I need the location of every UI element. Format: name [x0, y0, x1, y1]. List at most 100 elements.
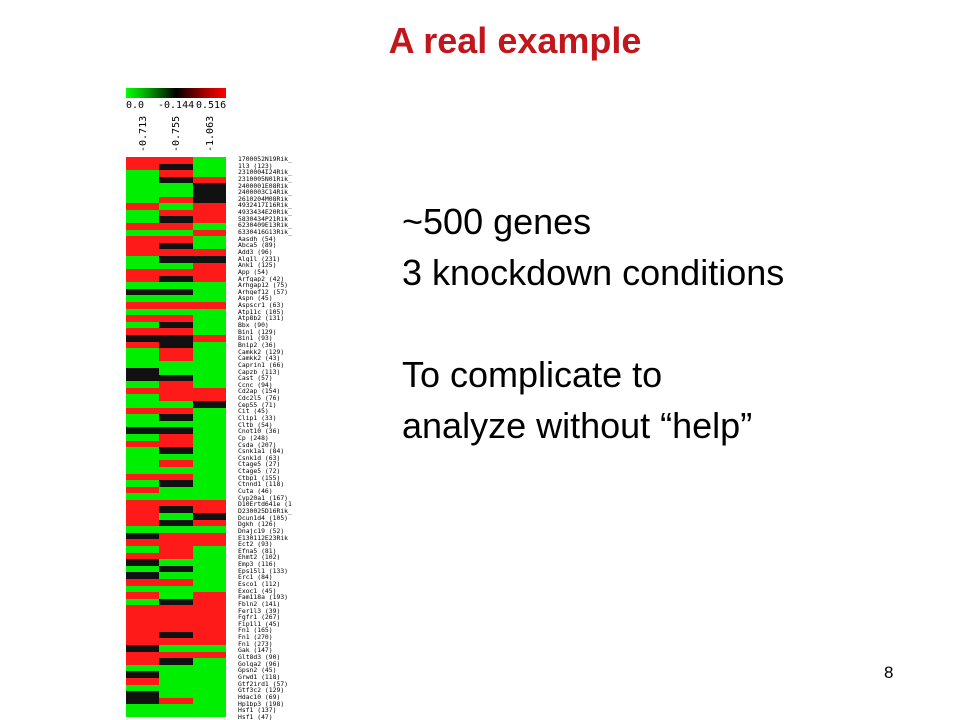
heatmap-row [126, 625, 226, 632]
heatmap-cell [159, 414, 193, 421]
heatmap-cell [159, 658, 193, 665]
heatmap-cell [192, 579, 226, 586]
heatmap-cell [126, 710, 160, 718]
gene-label: Bnip2 (36) [238, 341, 277, 349]
heatmap-cell [126, 691, 160, 698]
gene-label: Abca5 (89) [238, 242, 277, 249]
heatmap-row [126, 420, 226, 428]
heatmap-row [126, 308, 226, 316]
heatmap-cell [126, 170, 160, 177]
heatmap-cell [192, 473, 226, 481]
heatmap-cell [159, 697, 193, 705]
gene-label: Arfgap2 (42) [238, 275, 285, 283]
heatmap-cell [159, 295, 193, 303]
heatmap-cell [126, 163, 160, 171]
heatmap-row [126, 348, 226, 355]
gene-label: 2310005N01Rik_ [238, 175, 292, 183]
heatmap-row [126, 546, 226, 553]
heatmap-cell [192, 466, 226, 474]
gene-label: Caprin1 (66) [238, 361, 285, 369]
heatmap-cell [159, 453, 193, 461]
gene-label: Gtf3c2 (129) [238, 687, 285, 694]
heatmap-cell [126, 440, 160, 448]
heatmap-cell [126, 189, 160, 197]
heatmap-cell [126, 203, 160, 210]
heatmap-row [126, 209, 226, 217]
heatmap-cell [192, 447, 226, 454]
heatmap-row [126, 480, 226, 487]
heatmap-row [126, 592, 226, 599]
heatmap-cell [126, 513, 160, 520]
heatmap-cell [159, 433, 193, 441]
heatmap-cell [159, 684, 193, 692]
heatmap-cell [192, 249, 226, 256]
heatmap-cell [159, 532, 193, 540]
heatmap-cell [126, 183, 160, 190]
heatmap-cell [126, 460, 160, 467]
body-line: ~500 genes [402, 201, 592, 242]
heatmap-cell [192, 420, 226, 428]
heatmap-cell [126, 625, 160, 632]
gene-label: Dcun1d4 (105) [238, 514, 289, 522]
heatmap-cell [192, 427, 226, 434]
gene-label: Hdac10 (69) [238, 693, 281, 701]
heatmap-cell [126, 222, 160, 230]
heatmap-cell [159, 585, 193, 593]
gene-label: 6330416G13Rik_ [238, 229, 292, 236]
heatmap-cell [159, 677, 193, 685]
heatmap-cell [126, 453, 160, 461]
heatmap-row [126, 611, 226, 619]
gene-label: Fam118a (193) [238, 594, 289, 601]
heatmap-cell [159, 598, 193, 606]
heatmap-cell [159, 710, 193, 718]
heatmap-cell [126, 209, 160, 217]
heatmap-cell [192, 559, 226, 566]
gene-label: Cyp20a1 (167) [238, 494, 289, 502]
heatmap-cell [126, 499, 160, 507]
heatmap-row [126, 414, 226, 421]
heatmap-row [126, 341, 226, 349]
heatmap-cell [192, 368, 226, 375]
gene-label: Cep55 (71) [238, 401, 277, 409]
heatmap-row [126, 189, 226, 197]
heatmap-cell [192, 506, 226, 514]
heatmap-row [126, 387, 226, 395]
heatmap-cell [192, 697, 226, 705]
heatmap-cell [159, 189, 193, 197]
gene-label: Bbx (90) [238, 322, 269, 329]
heatmap-cell [126, 308, 160, 316]
gene-label: Cp (248) [238, 434, 269, 442]
gene-label: Ctage5 (27) [238, 461, 281, 469]
heatmap-cell [159, 163, 193, 171]
heatmap-row [126, 671, 226, 678]
heatmap-cell [192, 295, 226, 303]
heatmap-cell [159, 671, 193, 678]
heatmap-cell [126, 288, 160, 296]
heatmap-cell [159, 302, 193, 309]
gene-label: Aspscr1 (63) [238, 302, 285, 309]
heatmap-cell [159, 546, 193, 553]
heatmap-cell [159, 196, 193, 204]
heatmap-cell [192, 651, 226, 659]
heatmap-row [126, 447, 226, 454]
heatmap-row [126, 499, 226, 507]
heatmap-row [126, 381, 226, 388]
gene-label: Cnot10 (36) [238, 428, 281, 435]
heatmap-cell [159, 262, 193, 270]
heatmap-row [126, 216, 226, 223]
heatmap-cell [192, 354, 226, 362]
heatmap-row [126, 427, 226, 434]
heatmap-cell [159, 460, 193, 467]
heatmap-cell [126, 236, 160, 243]
heatmap-cell [159, 407, 193, 415]
gene-label: Glt8d3 (90) [238, 654, 281, 661]
heatmap-cell [192, 585, 226, 593]
gene-label: Cuta (46) [238, 488, 273, 495]
heatmap-cell [159, 466, 193, 474]
gene-label: Cd2ap (154) [238, 388, 281, 396]
heatmap-row [126, 651, 226, 659]
heatmap-cell [126, 196, 160, 204]
gene-label: Ehmt2 (102) [238, 554, 281, 562]
heatmap-row [126, 433, 226, 441]
heatmap-cell [126, 592, 160, 599]
